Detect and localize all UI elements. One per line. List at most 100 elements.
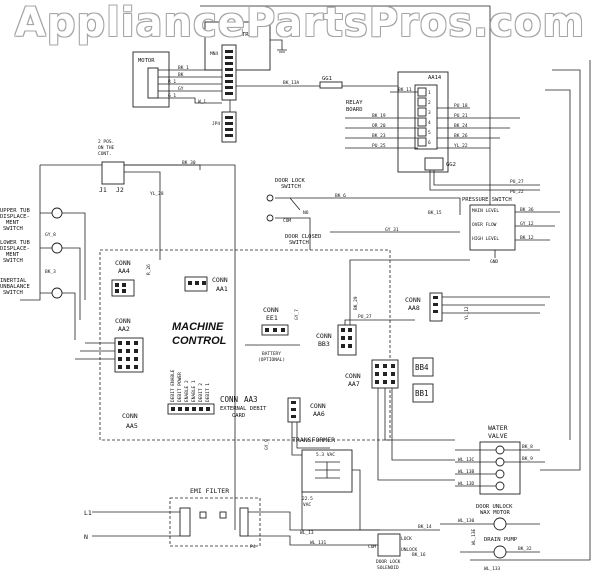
- bb1-block: [412, 383, 434, 403]
- wire-wl130: WL_130: [458, 518, 475, 524]
- wire-bk9: BK_9: [522, 456, 533, 462]
- pressure-high: HIGH LEVEL: [472, 236, 499, 242]
- wire-bk: BK: [178, 72, 184, 78]
- conn-aa3-label: CONN: [220, 395, 238, 404]
- drain-pump: [493, 545, 507, 559]
- gg2-label: GG2: [446, 162, 456, 168]
- relay-pin-2: 2: [428, 100, 431, 106]
- wire-bk6: BK_6: [335, 193, 346, 199]
- water-valve-1: WATER: [488, 424, 508, 432]
- pressure-switch-label: PRESSURE SWITCH: [462, 197, 512, 203]
- conn-aa8-pins: [433, 296, 438, 313]
- upper-tub-1: UPPER TUB: [0, 208, 30, 214]
- mn4-label: MN4: [210, 51, 218, 57]
- upper-tub-3: MENT: [6, 220, 20, 226]
- lower-tub-2: DISPLACE-: [0, 246, 30, 252]
- wire-bk11: BK_11: [398, 87, 412, 93]
- l1-label: L1: [84, 509, 92, 517]
- j-wire: [124, 164, 201, 260]
- motor-label: MOTOR: [138, 58, 155, 64]
- wire-yl28: YL_28: [150, 191, 164, 197]
- conn-bb3-2: BB3: [318, 340, 330, 348]
- water-valve-2: VALVE: [488, 432, 508, 440]
- wire-wl13e: WL_13E: [471, 528, 477, 545]
- wire-bk29: BK_29: [353, 296, 359, 310]
- wire-w1: W_1: [198, 99, 206, 105]
- wire-wl13b: WL_13B: [458, 469, 475, 475]
- wire-bk26: BK_26: [454, 133, 468, 139]
- door-lock-switch: [266, 194, 301, 222]
- inertial-2: UNBALANCE: [0, 284, 30, 290]
- solenoid-unlock: UNLOCK: [401, 547, 418, 553]
- line-wires: [92, 511, 440, 546]
- wire-gy: GY: [178, 86, 184, 92]
- bb3-wires: [344, 259, 470, 325]
- conn-aa3: [167, 403, 215, 415]
- upper-tub-4: SWITCH: [3, 226, 23, 232]
- conn-aa1-pins: [188, 281, 206, 285]
- conn-aa4-2: AA4: [118, 267, 130, 275]
- solenoid-lock: LOCK: [401, 536, 412, 542]
- wire-wl13: WL_13: [300, 530, 314, 536]
- conn-ee1-2: EE1: [266, 314, 278, 322]
- aa14-label: AA14: [428, 75, 442, 81]
- conn-aa4-pins: [115, 283, 126, 293]
- aa2-wires: [75, 342, 115, 360]
- relay-pin-3: 3: [428, 110, 431, 116]
- control-block: [204, 21, 271, 71]
- wax-motor: [493, 517, 507, 531]
- wire-pu25: PU_25: [372, 143, 386, 149]
- wire-bk13a: BK_13A: [283, 80, 300, 86]
- wire-wl133: WL_133: [484, 566, 501, 572]
- emi-filter-internals: [179, 507, 249, 537]
- wire-bk12: BK_12: [520, 235, 534, 241]
- conn-aa3-label-2: AA3: [244, 395, 258, 404]
- frame-wire-right2: [545, 89, 571, 440]
- control-label: CONTROL: [232, 32, 256, 38]
- conn-ee1-1: CONN: [263, 306, 279, 314]
- conn-aa6-2: AA6: [313, 410, 325, 418]
- mn4-pins: [225, 50, 233, 95]
- conn-aa6-1: CONN: [310, 402, 326, 410]
- wire-p4: P4: [250, 544, 256, 550]
- wire-bk8: BK_8: [522, 444, 533, 450]
- conn-aa4: [111, 279, 135, 297]
- conn-aa2-1: CONN: [115, 317, 131, 325]
- aa7-wires: [377, 388, 455, 481]
- wire-pu27: PU_27: [510, 179, 524, 185]
- wire-bk32: BK_32: [518, 546, 532, 552]
- debit-labels: DEBIT ENABLE DEBIT POWER ENABLE 2 ENABLE…: [170, 369, 211, 402]
- wire-pu21: PU_21: [454, 113, 468, 119]
- conn-aa1-2: AA1: [216, 285, 228, 293]
- relay-pin-6: 6: [428, 140, 431, 146]
- conn-aa5-1: CONN: [122, 412, 138, 420]
- wire-r26: R_26: [146, 264, 152, 275]
- wire-pu22: PU_22: [510, 189, 524, 195]
- svg-text:ENABLE 1: ENABLE 1: [191, 380, 197, 402]
- conn-aa8: [429, 292, 443, 322]
- drain-pump-label: DRAIN PUMP: [484, 537, 518, 543]
- door-no: NO: [303, 210, 309, 216]
- conn-aa4-1: CONN: [115, 259, 131, 267]
- wire-bk19: BK_19: [372, 113, 386, 119]
- conn-aa1-1: CONN: [212, 276, 228, 284]
- conn-ee1-pins: [265, 328, 285, 332]
- relay-board-label-1: RELAY: [346, 100, 363, 106]
- debit-card-2: CARD: [232, 413, 245, 419]
- conn-aa5-2: AA5: [126, 422, 138, 430]
- j2-label: J2: [116, 186, 124, 194]
- aa14-left-wires: [345, 91, 418, 149]
- battery-1: BATTERY: [262, 351, 281, 357]
- conn-aa8-2: AA8: [408, 304, 420, 312]
- gnd-label: GND: [490, 259, 498, 265]
- gg1-block: [319, 81, 343, 89]
- svg-text:ENABLE 2: ENABLE 2: [184, 380, 190, 402]
- conn-aa7-pins: [375, 364, 395, 384]
- machine-control-1: MACHINE: [172, 321, 224, 333]
- jp4-pins: [225, 116, 233, 137]
- conn-aa2-pins: [118, 341, 138, 369]
- wire-gy7: GY_7: [294, 309, 300, 320]
- wire-bk23: BK_23: [372, 133, 386, 139]
- lower-tub-3: MENT: [6, 252, 20, 258]
